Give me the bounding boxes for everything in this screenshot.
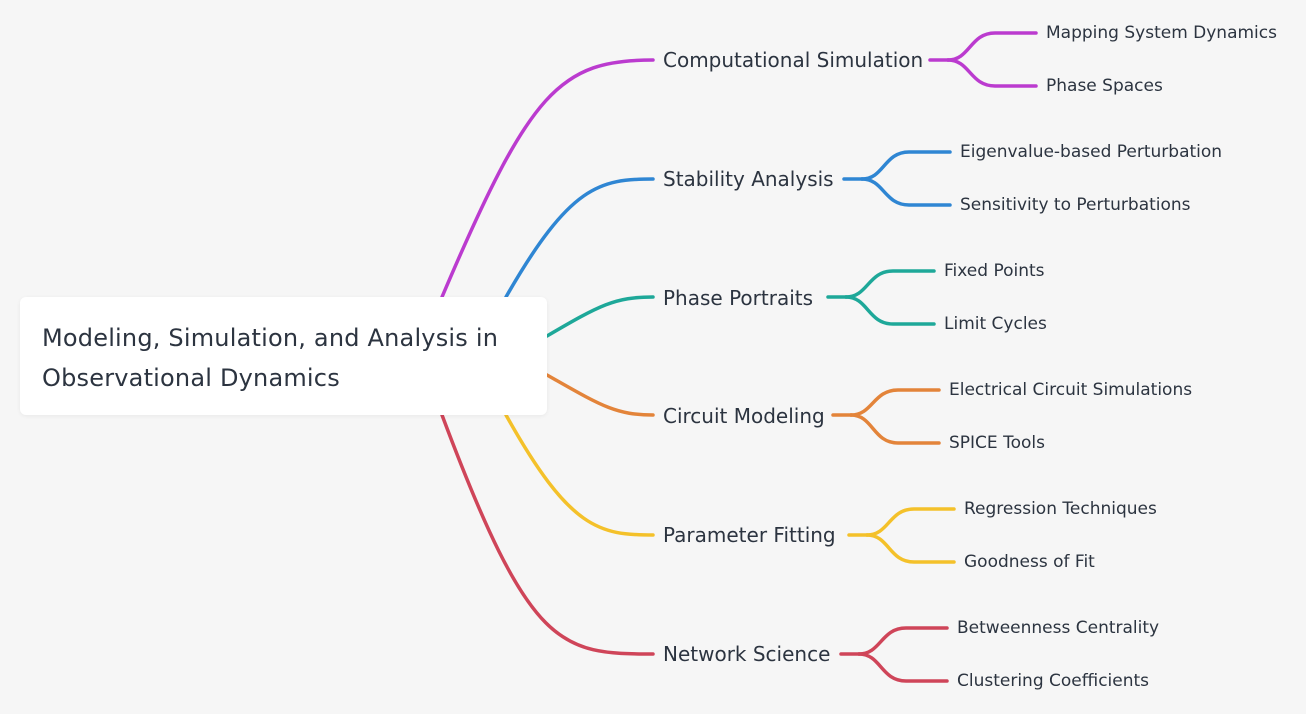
connector-leaf-circuit-modeling-1 — [849, 388, 941, 417]
branch-network-science[interactable]: Network Science — [663, 642, 831, 666]
connector-leaf-stability-analysis-1 — [860, 150, 952, 181]
connector-leaf-phase-portraits-2 — [844, 295, 936, 326]
leaf-clustering-coefficients[interactable]: Clustering Coefficients — [957, 671, 1150, 691]
branch-stability-analysis[interactable]: Stability Analysis — [663, 167, 834, 191]
root-title-line-1: Modeling, Simulation, and Analysis in — [42, 324, 499, 352]
root-title: Modeling, Simulation, and Analysis in Ob… — [42, 318, 525, 398]
connector-root-parameter-fitting — [504, 413, 655, 537]
leaf-fixed-points[interactable]: Fixed Points — [944, 261, 1045, 281]
connector-root-stability-analysis — [504, 177, 655, 299]
connector-leaf-computational-simulation-2 — [946, 58, 1038, 88]
leaf-betweenness-centrality[interactable]: Betweenness Centrality — [957, 618, 1160, 638]
leaf-goodness-of-fit[interactable]: Goodness of Fit — [964, 552, 1095, 572]
connector-leaf-parameter-fitting-1 — [865, 507, 956, 537]
connector-leaf-parameter-fitting-2 — [865, 533, 956, 564]
leaf-regression-techniques[interactable]: Regression Techniques — [964, 499, 1157, 519]
branch-phase-portraits[interactable]: Phase Portraits — [663, 286, 814, 310]
leaf-spice-tools[interactable]: SPICE Tools — [949, 433, 1045, 453]
connector-leaf-circuit-modeling-2 — [849, 413, 941, 445]
branch-circuit-modeling[interactable]: Circuit Modeling — [663, 404, 825, 428]
connector-leaf-stability-analysis-2 — [860, 177, 952, 207]
leaf-phase-spaces[interactable]: Phase Spaces — [1046, 76, 1163, 96]
connector-leaf-network-science-2 — [857, 652, 949, 683]
connector-root-circuit-modeling — [545, 373, 655, 417]
leaf-sensitivity-to-perturbations[interactable]: Sensitivity to Perturbations — [960, 195, 1191, 215]
branch-parameter-fitting[interactable]: Parameter Fitting — [663, 523, 836, 547]
branch-computational-simulation[interactable]: Computational Simulation — [663, 48, 924, 72]
connector-leaf-phase-portraits-1 — [844, 269, 936, 299]
root-title-line-2: Observational Dynamics — [42, 364, 340, 392]
leaf-eigenvalue-based-perturbation[interactable]: Eigenvalue-based Perturbation — [960, 142, 1223, 162]
connector-root-computational-simulation — [440, 58, 655, 299]
connector-root-network-science — [440, 413, 655, 656]
leaf-mapping-system-dynamics[interactable]: Mapping System Dynamics — [1046, 23, 1277, 43]
root-node[interactable]: Modeling, Simulation, and Analysis in Ob… — [20, 297, 547, 415]
leaf-electrical-circuit-simulations[interactable]: Electrical Circuit Simulations — [949, 380, 1193, 400]
connector-leaf-network-science-1 — [857, 626, 949, 656]
leaf-limit-cycles[interactable]: Limit Cycles — [944, 314, 1047, 334]
connector-root-phase-portraits — [545, 295, 655, 338]
connector-leaf-computational-simulation-1 — [946, 31, 1038, 62]
